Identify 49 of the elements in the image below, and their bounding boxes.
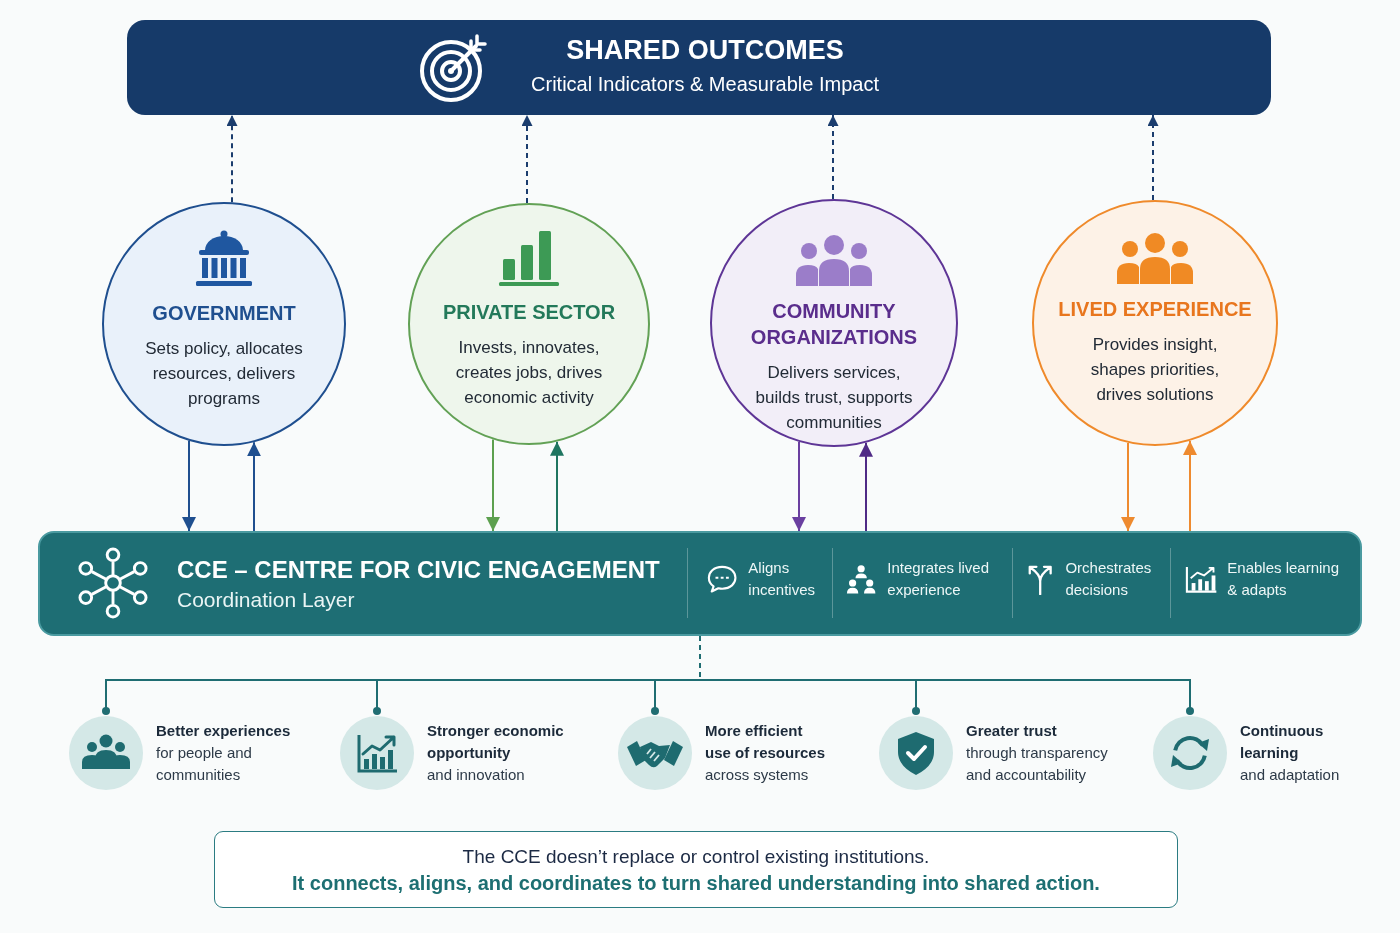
benefit-description: and innovation [427, 765, 526, 785]
dashed-arrow [226, 114, 238, 204]
coordination-bar [38, 531, 1362, 636]
circle-description: Delivers services, builds trust, supports communities [754, 361, 914, 434]
arrow [792, 440, 806, 532]
arrow [182, 439, 196, 532]
bar-subtitle: Coordination Layer [177, 587, 355, 613]
arrow [550, 440, 564, 532]
arrow [1121, 442, 1135, 532]
circle-title: LIVED EXPERIENCE [1058, 296, 1252, 322]
benefit-description: through transparency and accountability [966, 743, 1109, 785]
note-emphasis: It connects, aligns, and coordinates to turn shared understanding into shared action. [292, 870, 1100, 896]
function-label: Orchestrates decisions [1065, 558, 1153, 600]
arrow [247, 441, 261, 532]
banner-title: SHARED OUTCOMES [566, 34, 844, 66]
benefit-description: and adaptation [1240, 765, 1341, 785]
banner-subtitle: Critical Indicators & Measurable Impact [531, 72, 879, 97]
benefit-heading: Greater trust [966, 721, 1058, 741]
arrow [1183, 439, 1197, 532]
benefit-description: across systems [705, 765, 810, 785]
function-label: Enables learning & adapts [1227, 558, 1341, 600]
bar-title: CCE – CENTRE FOR CIVIC ENGAGEMENT [177, 555, 660, 585]
arrow [486, 438, 500, 532]
circle-description: Invests, innovates, creates jobs, drives economic activity [454, 336, 604, 409]
circle-title: COMMUNITY ORGANIZATIONS [749, 298, 919, 350]
circle-description: Provides insight, shapes priorities, drives solutions [1089, 333, 1221, 406]
outcomes-banner [127, 20, 1271, 115]
people-group-icon [69, 716, 143, 790]
growth-chart-icon [340, 716, 414, 790]
function-label: Integrates lived experience [887, 558, 991, 600]
note-text: The CCE doesn’t replace or control existing institutions. [462, 844, 930, 869]
refresh-icon [1153, 716, 1227, 790]
dashed-arrow [1147, 114, 1159, 201]
circle-description: Sets policy, allocates resources, delivers programs [144, 337, 304, 410]
arrow [859, 441, 873, 532]
note-box [214, 831, 1178, 908]
benefit-heading: More efficient use of resources [705, 721, 827, 763]
function-label: Aligns incentives [748, 558, 816, 600]
dashed-arrow [521, 114, 533, 204]
benefit-description: for people and communities [156, 743, 253, 785]
benefit-heading: Continuous learning [1240, 721, 1325, 763]
connector-line [651, 679, 701, 715]
benefit-heading: Better experiences [156, 721, 292, 741]
dashed-arrow [827, 114, 839, 200]
circle-title: GOVERNMENT [152, 300, 296, 326]
handshake-icon [618, 716, 692, 790]
benefit-heading: Stronger economic opportunity [427, 721, 565, 763]
shield-check-icon [879, 716, 953, 790]
circle-title: PRIVATE SECTOR [442, 299, 616, 325]
